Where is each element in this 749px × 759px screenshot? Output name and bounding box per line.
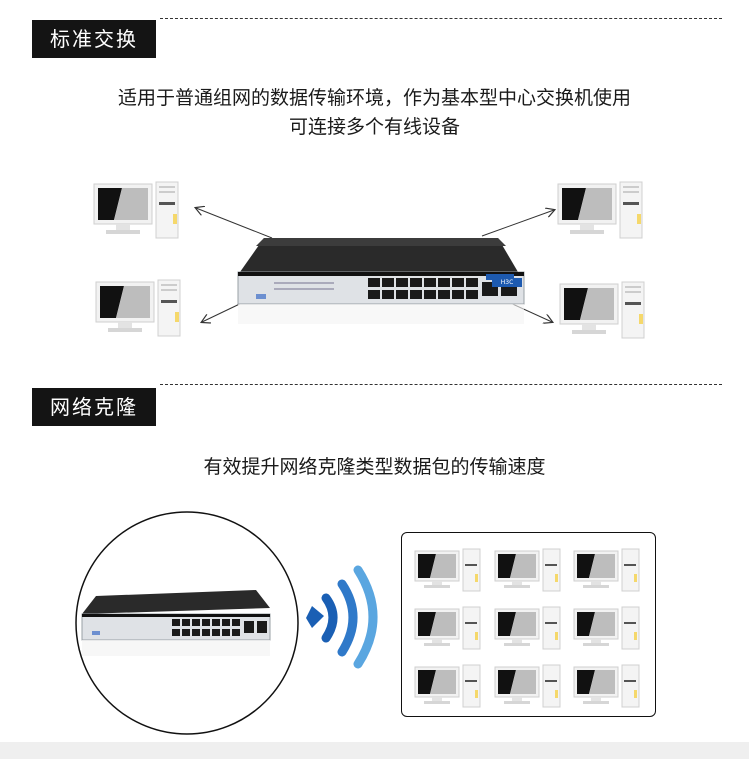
- divider-line: [160, 18, 722, 19]
- bottom-bar: [0, 742, 749, 759]
- description-line-2: 可连接多个有线设备: [288, 116, 460, 138]
- brand-badge: H3C: [492, 278, 522, 287]
- section-tag-network-clone: 网络克隆: [32, 388, 156, 426]
- section1-description: 适用于普通组网的数据传输环境，作为基本型中心交换机使用 可连接多个有线设备: [0, 84, 749, 142]
- section-tag-label: 标准交换: [50, 27, 138, 51]
- description-line: 有效提升网络克隆类型数据包的传输速度: [203, 456, 546, 478]
- section2-description: 有效提升网络克隆类型数据包的传输速度: [0, 453, 749, 482]
- arrow-top-right: [481, 210, 554, 237]
- section-tag-standard-switch: 标准交换: [32, 20, 156, 58]
- computer-icon-bottom-right: [559, 281, 645, 339]
- wifi-signal-icon: [306, 565, 378, 669]
- computer-icon-top-left: [93, 181, 179, 239]
- description-line-1: 适用于普通组网的数据传输环境，作为基本型中心交换机使用: [117, 87, 631, 109]
- computer-grid: [414, 548, 640, 708]
- computer-icon-bottom-left: [95, 279, 181, 337]
- divider-line: [160, 384, 722, 385]
- network-switch: [237, 238, 525, 324]
- brand-badge-label: H3C: [500, 279, 514, 286]
- switch-circle-illustration: [75, 511, 299, 735]
- arrow-top-left: [196, 208, 273, 239]
- computer-icon-top-right: [557, 181, 643, 239]
- section-tag-label: 网络克隆: [50, 395, 138, 419]
